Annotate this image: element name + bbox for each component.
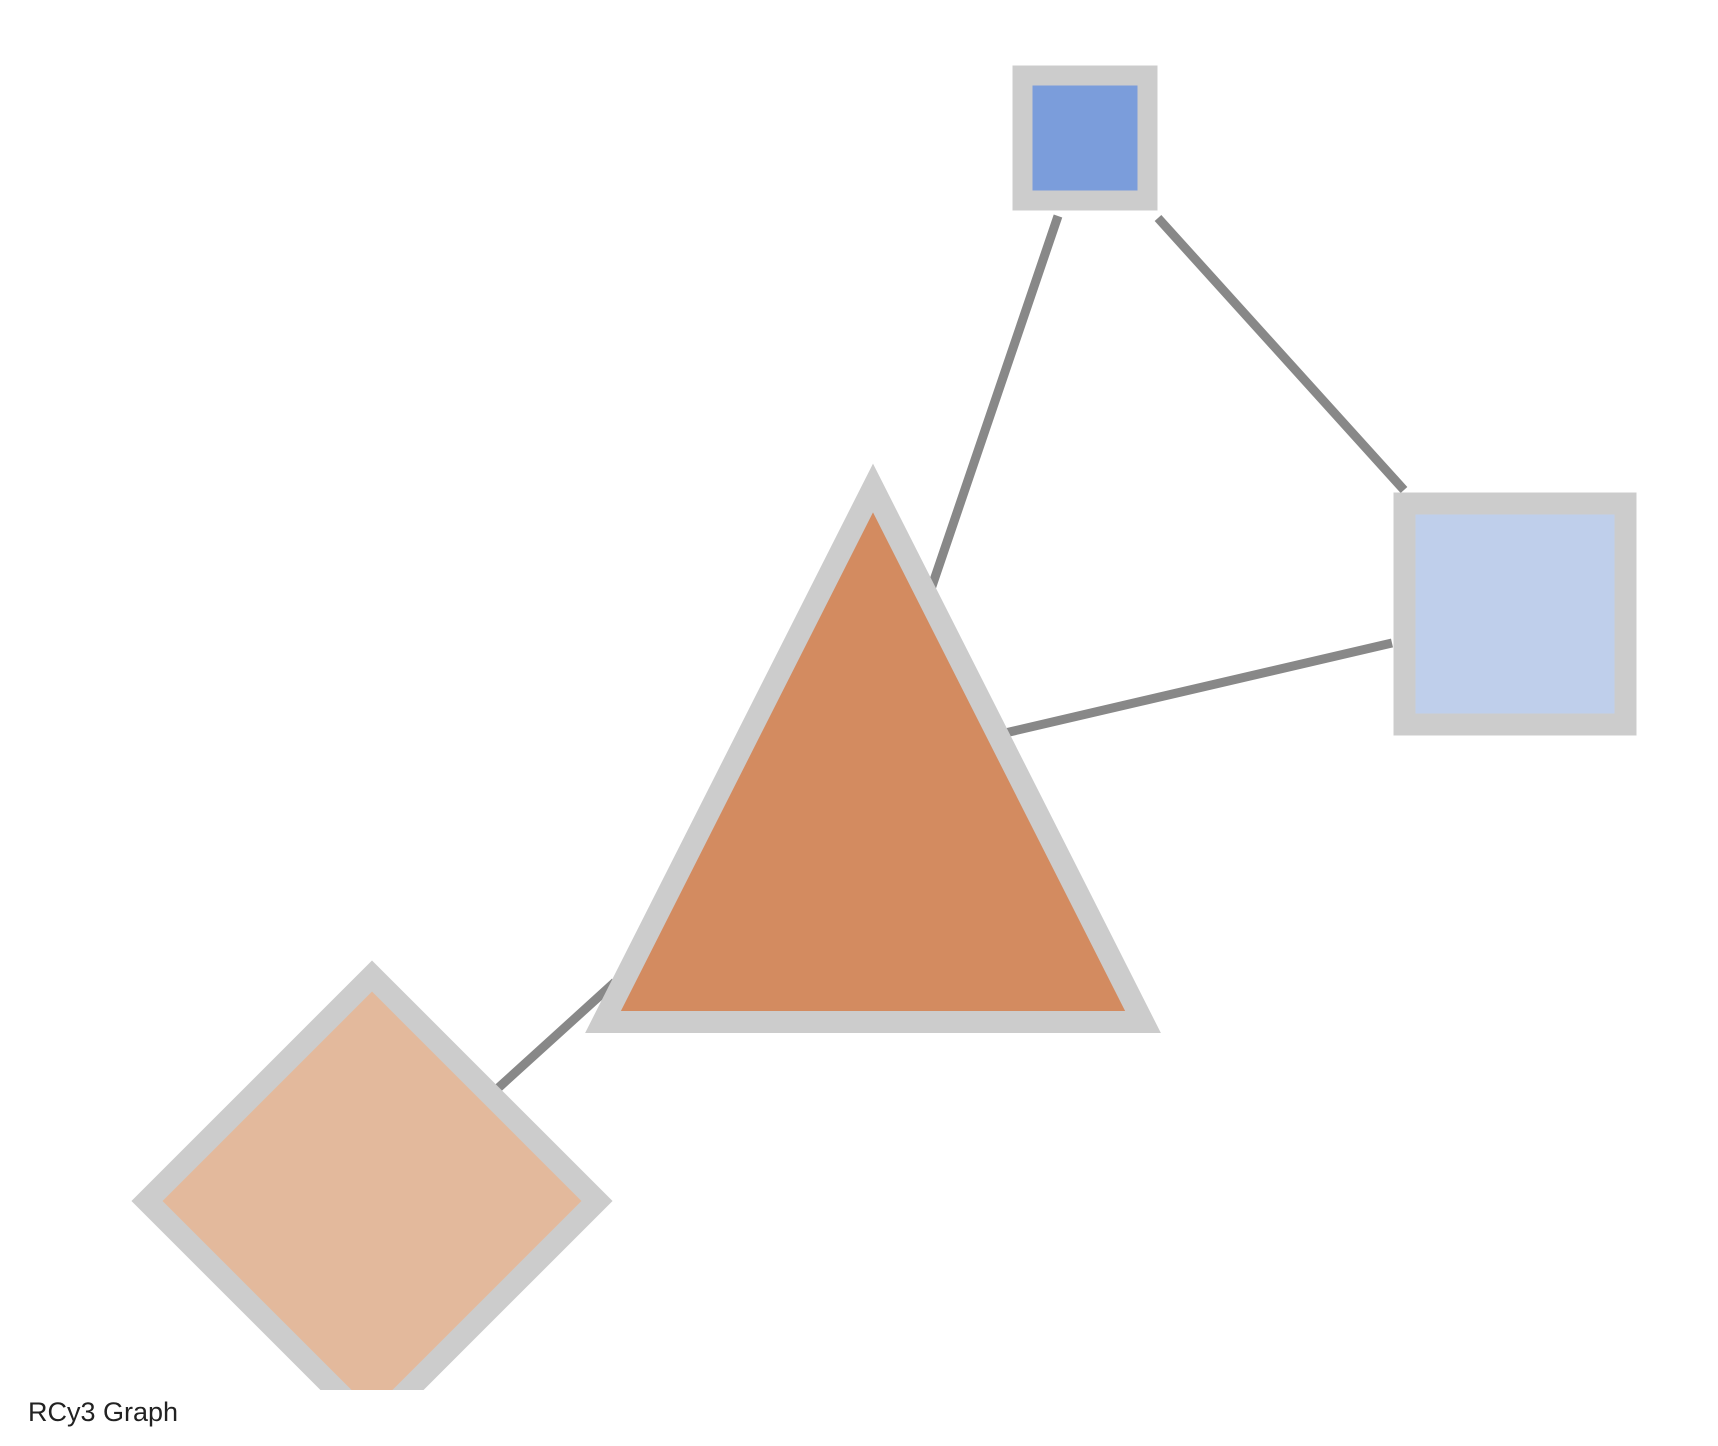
edge-top-square-to-right-square[interactable]	[1154, 214, 1408, 494]
edge-top-square-to-center-triangle[interactable]	[925, 214, 1063, 594]
nodes-layer	[131, 65, 1637, 1426]
edge-center-triangle-to-bottom-diamond[interactable]	[492, 978, 619, 1094]
edges-layer	[492, 214, 1408, 1094]
node-center-triangle[interactable]	[585, 463, 1161, 1033]
edge-center-triangle-to-right-square[interactable]	[1003, 638, 1394, 738]
node-top-square[interactable]	[1012, 65, 1158, 211]
node-right-square[interactable]	[1393, 492, 1637, 736]
graph-caption: RCy3 Graph	[28, 1397, 179, 1427]
node-bottom-diamond[interactable]	[131, 960, 613, 1426]
